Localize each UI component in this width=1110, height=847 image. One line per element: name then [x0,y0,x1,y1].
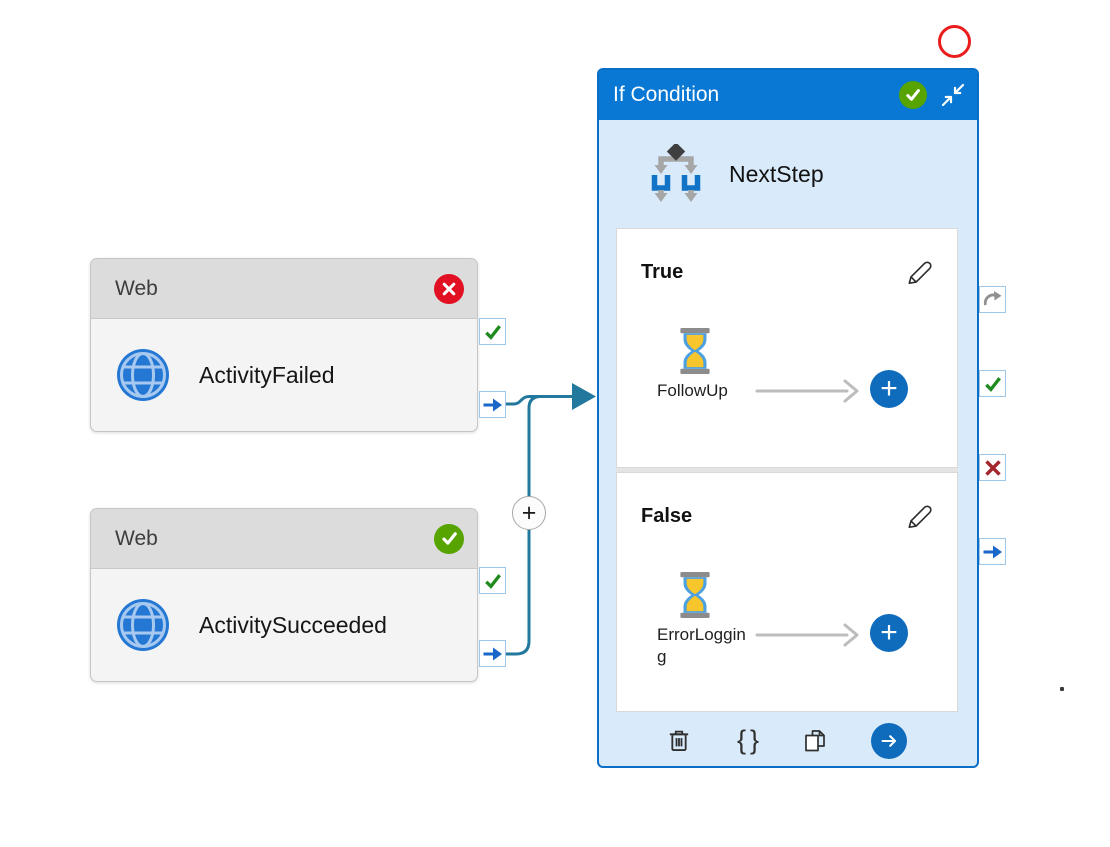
edit-branch-button[interactable] [905,501,935,531]
cross-icon [984,459,1001,476]
web-card-body: ActivitySucceeded [91,569,477,681]
add-activity-button[interactable]: + [870,614,908,652]
web-card-header: Web [91,259,477,319]
success-port[interactable] [979,370,1006,397]
activity-name: ActivitySucceeded [199,611,387,638]
if-condition-header[interactable]: If Condition [599,70,977,120]
completion-port[interactable] [479,640,506,667]
skip-arrow-icon [983,290,1002,305]
wait-hourglass-icon [680,328,710,374]
add-connector-junction-button[interactable]: + [512,496,546,530]
connector-arrowhead [572,383,596,410]
skipped-port[interactable] [979,286,1006,313]
if-condition-icon [651,144,701,202]
check-icon [984,376,1001,392]
failure-port[interactable] [979,454,1006,481]
next-activity-arrow [755,379,859,403]
copy-button[interactable] [801,727,829,755]
arrow-right-icon [983,545,1002,558]
completion-port[interactable] [979,538,1006,565]
globe-icon [117,349,169,401]
arrow-right-icon [483,398,502,411]
wait-activity-followup[interactable]: FollowUp [657,327,749,402]
web-card-body: ActivityFailed [91,319,477,431]
delete-button[interactable] [665,727,693,755]
if-condition-name: NextStep [729,160,824,187]
cross-icon [442,282,456,295]
activity-name: FollowUp [657,381,728,400]
true-branch-card[interactable]: True FollowUp [616,228,958,468]
activity-type-label: Web [115,276,158,300]
stray-dot [1060,687,1064,691]
wait-activity-errorlogging[interactable]: ErrorLogging [657,571,749,668]
status-succeeded-badge [434,523,464,554]
arrow-right-icon [881,735,897,747]
check-icon [484,573,501,589]
collapse-icon [941,83,965,107]
status-failed-badge [434,273,464,304]
collapse-button[interactable] [939,81,967,109]
next-activity-arrow [755,623,859,647]
branch-label: True [641,261,684,283]
success-port[interactable] [479,567,506,594]
check-icon [484,324,501,340]
arrow-right-icon [483,647,502,660]
if-condition-title: If Condition [613,83,720,106]
check-icon [441,532,457,545]
branch-label: False [641,505,693,527]
if-condition-branches: True FollowUp [616,228,958,712]
if-condition-activity[interactable]: NextStep [599,120,977,228]
add-activity-button[interactable]: + [870,370,908,408]
edit-branch-button[interactable] [905,257,935,287]
wait-hourglass-icon [680,572,710,618]
globe-icon [117,599,169,651]
false-branch-card[interactable]: False ErrorLogging [616,472,958,712]
activity-type-label: Web [115,526,158,550]
pencil-icon [908,261,932,285]
status-succeeded-badge [899,81,927,109]
annotation-circle [938,25,971,58]
copy-pages-icon [805,730,825,752]
success-port[interactable] [479,318,506,345]
activity-name: ErrorLogging [657,625,746,666]
pencil-icon [908,505,932,529]
completion-port[interactable] [479,391,506,418]
navigate-button[interactable] [871,723,907,759]
if-condition-container[interactable]: If Condition [597,68,979,768]
check-icon [906,89,920,101]
web-card-header: Web [91,509,477,569]
activity-card-web-failed[interactable]: Web ActivityFailed [90,258,478,432]
trash-icon [669,730,689,751]
activity-name: ActivityFailed [199,361,335,388]
code-braces-button[interactable]: {} [736,725,764,755]
activity-card-web-succeeded[interactable]: Web ActivitySucceeded [90,508,478,682]
